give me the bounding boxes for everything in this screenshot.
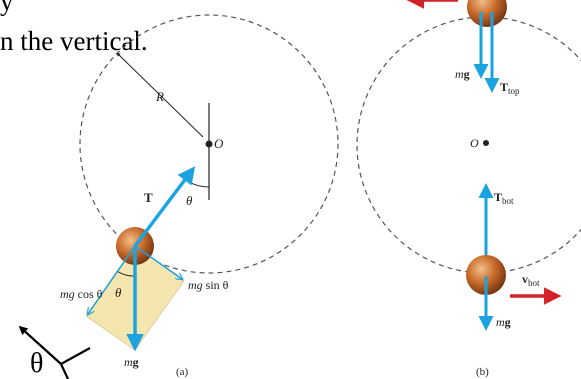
- panel-b: O mg Ttop Tbot vbot mg (b): [356, 0, 581, 378]
- mg-sin-component-vector: [134, 245, 182, 279]
- weight-label-a: mg: [124, 355, 139, 369]
- center-point-b: [483, 140, 489, 146]
- overlay-angle-tail: [60, 363, 69, 379]
- mg-sin-label-suffix: sin θ: [206, 278, 229, 292]
- ball-top: [467, 0, 507, 27]
- center-label: O: [214, 136, 224, 151]
- overlay-angle-arrow: [18, 325, 62, 365]
- weight-bottom-label-bold: g: [505, 315, 511, 329]
- panel-a: R O θ T θ mg cos θ mg sin θ mg (a): [60, 14, 339, 378]
- text-snippet-2: n the vertical.: [0, 26, 148, 56]
- overlay-angle-label: θ: [30, 348, 43, 379]
- center-point: [205, 140, 213, 148]
- circular-path-b: [356, 16, 581, 274]
- tension-bottom-label: Tbot: [494, 190, 514, 206]
- tension-top-label: Ttop: [500, 80, 520, 96]
- angle-label-top: θ: [186, 193, 193, 208]
- mg-cos-component-vector: [88, 245, 136, 314]
- weight-top-label: mg: [455, 67, 470, 81]
- weight-top-label-bold: g: [464, 67, 470, 81]
- mg-cos-label: mg cos θ: [60, 287, 103, 301]
- angle-label-ball: θ: [115, 285, 122, 300]
- overlay-angle-mark: θ: [18, 325, 91, 379]
- mg-sin-label: mg sin θ: [188, 278, 229, 292]
- tension-top-label-sub: top: [508, 86, 520, 96]
- caption-a: (a): [176, 366, 189, 378]
- weight-bottom-label-prefix: m: [496, 315, 505, 329]
- tension-bottom-label-main: T: [494, 190, 502, 204]
- tension-top-label-main: T: [500, 80, 508, 94]
- tension-bottom-label-sub: bot: [502, 196, 514, 206]
- weight-bottom-label: mg: [496, 315, 511, 329]
- ball-bottom: [466, 255, 506, 295]
- velocity-bottom-label-main: v: [522, 272, 528, 286]
- velocity-bottom-label-sub: bot: [528, 278, 540, 288]
- mg-cos-label-prefix: mg: [60, 287, 75, 301]
- overlay-angle-side: [60, 347, 91, 365]
- weight-label-a-prefix: m: [124, 355, 133, 369]
- radius-label: R: [155, 89, 164, 104]
- weight-label-a-bold: g: [133, 355, 139, 369]
- tension-vector: [133, 166, 196, 248]
- weight-top-label-prefix: m: [455, 67, 464, 81]
- tension-label: T: [144, 190, 153, 205]
- velocity-bottom-label: vbot: [522, 272, 540, 288]
- circular-path: [79, 14, 339, 274]
- mg-cos-label-suffix: cos θ: [78, 287, 103, 301]
- mg-sin-label-prefix: mg: [188, 278, 203, 292]
- text-snippet-1: y: [0, 0, 14, 16]
- caption-b: (b): [476, 366, 489, 378]
- center-label-b: O: [470, 136, 479, 150]
- radius-arrow: [116, 52, 204, 138]
